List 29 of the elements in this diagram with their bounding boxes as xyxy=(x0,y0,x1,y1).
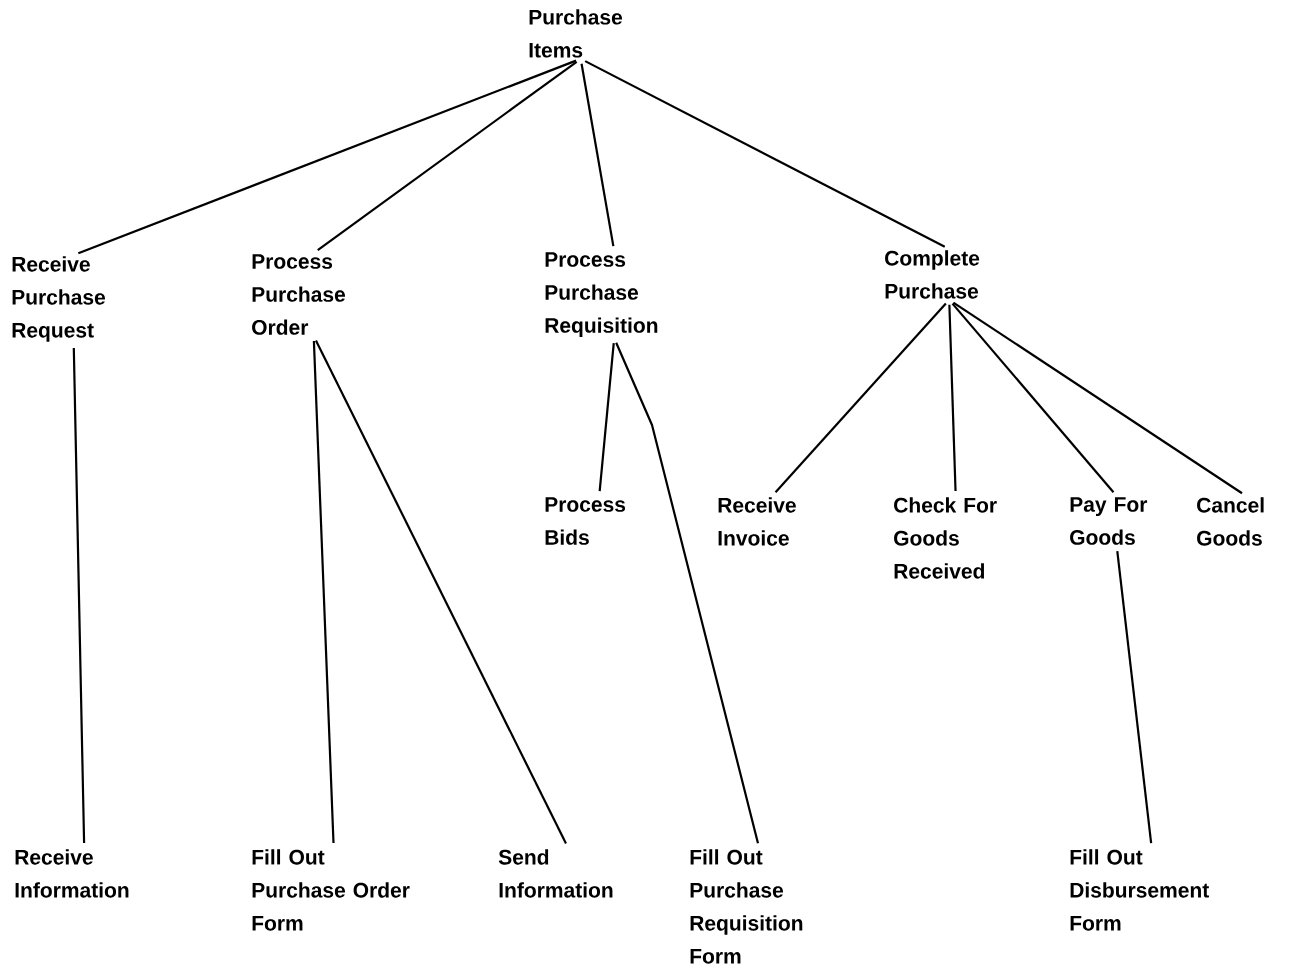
connector-line xyxy=(774,302,947,494)
node-label: Complete Purchase xyxy=(885,250,980,299)
connector-line xyxy=(584,60,946,248)
node-label: Process Purchase Requisition xyxy=(545,252,658,337)
node-label: Fill Out Disbursement Form xyxy=(1070,849,1209,931)
connector-line xyxy=(598,343,615,492)
connector-line xyxy=(77,59,577,255)
node-label: Pay For Goods xyxy=(1070,497,1148,545)
connector-line xyxy=(948,304,957,492)
node-label: Purchase Items xyxy=(529,9,623,58)
node-label: Process Purchase Order xyxy=(252,254,346,335)
connector-line xyxy=(952,301,1243,495)
connector-line xyxy=(1116,550,1153,844)
node-label: Fill Out Purchase Requisition Form xyxy=(690,849,803,964)
node-label: Send Information xyxy=(498,849,613,898)
connector-line xyxy=(580,63,615,247)
connector-line xyxy=(615,342,760,844)
connector-line xyxy=(312,341,335,844)
node-label: Check For Goods Received xyxy=(894,497,997,579)
node-label: Process Bids xyxy=(545,497,626,545)
node-label: Receive Purchase Request xyxy=(12,256,106,342)
connector-line xyxy=(72,347,86,844)
node-label: Cancel Goods xyxy=(1197,497,1264,546)
connector-line xyxy=(317,60,578,251)
connector-line xyxy=(314,340,567,845)
node-label: Fill Out Purchase Order Form xyxy=(252,849,410,931)
node-label: Receive Invoice xyxy=(718,497,796,546)
node-label: Receive Information xyxy=(15,849,129,898)
connector-line xyxy=(951,302,1115,493)
